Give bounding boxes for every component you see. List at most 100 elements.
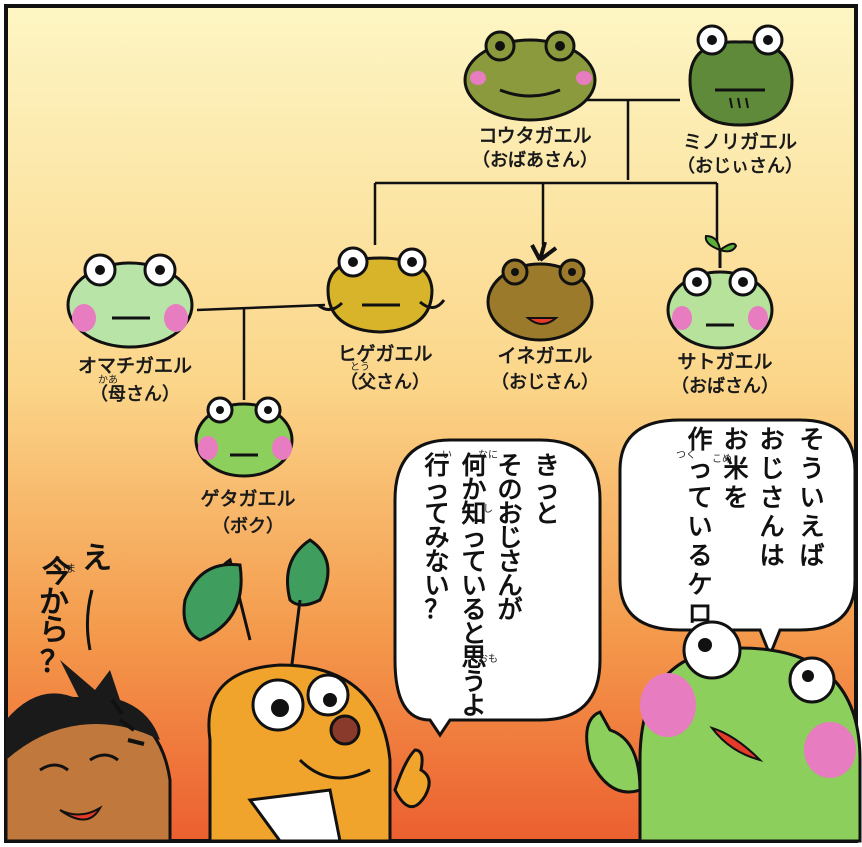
minori-role: （おじぃさん） (677, 156, 803, 177)
glyph: な (424, 547, 449, 576)
glyph: い (424, 571, 449, 600)
sato-role: （おばさん） (671, 376, 779, 397)
hand-kara: から (39, 585, 69, 648)
glyph: て (424, 499, 449, 528)
omachi-ruby: かあ (98, 374, 118, 386)
glyph: い (799, 483, 824, 512)
glyph: お (723, 425, 748, 454)
glyph: 何 (461, 451, 486, 480)
sprout-ruby-omo: おも (478, 653, 498, 665)
glyph: っ (534, 475, 559, 504)
glyph: お (497, 499, 522, 528)
glyph: さ (497, 547, 522, 576)
sprout-speech-text: きっと そのおじさんが 何か知っていると思うよ 行ってみない？ なに し おも … (423, 449, 559, 720)
glyph: っ (424, 475, 449, 504)
glyph: よ (461, 691, 486, 720)
frog-speech-bubble (618, 418, 857, 660)
glyph: そ (799, 425, 824, 454)
frog-line-1: そういえば (799, 425, 824, 570)
hand-ima-ruby: いま (56, 563, 76, 575)
glyph: う (799, 454, 824, 483)
handwritten-exclamation: え 今 いま から ？ (39, 541, 112, 680)
omachi-name: オマチガエル (78, 355, 192, 377)
glyph: ん (759, 512, 784, 541)
glyph: か (461, 475, 486, 504)
frog-line-2: おじさんは (759, 425, 784, 570)
sprout-line-1: きっと (534, 451, 559, 528)
hand-e: え (82, 541, 112, 576)
boy-character-icon (4, 660, 172, 843)
frog-character-icon (585, 620, 862, 843)
sprout-ruby-i: い (442, 450, 452, 461)
frog-ruby-tsuku: つく (676, 450, 696, 461)
glyph: い (461, 571, 486, 600)
glyph: 米 (723, 454, 749, 483)
glyph: え (799, 512, 824, 541)
glyph: う (461, 667, 486, 696)
hige-ruby: とう (350, 361, 370, 373)
glyph: か (39, 585, 69, 620)
glyph: て (687, 483, 712, 512)
glyph: の (497, 475, 522, 504)
sprout-ruby-shi: し (483, 503, 493, 515)
glyph: ば (799, 541, 824, 570)
glyph: ケ (687, 570, 712, 599)
glyph: ？ (424, 595, 449, 624)
glyph: 作 (687, 425, 712, 454)
frog-omachi-icon (66, 253, 194, 349)
frog-line-3: お米を (723, 425, 749, 512)
glyph: じ (497, 523, 522, 552)
glyph: そ (497, 451, 522, 480)
family-tree-lines (196, 98, 719, 400)
minori-name: ミノリガエル (683, 131, 797, 153)
sprout-speech-bubble (393, 438, 602, 738)
sato-name: サトガエル (677, 351, 772, 373)
glyph: 知 (461, 499, 486, 528)
frog-kouta-icon (463, 30, 597, 122)
glyph: っ (687, 454, 712, 483)
glyph: 思 (461, 643, 486, 672)
glyph: て (461, 547, 486, 576)
glyph: ん (497, 571, 522, 600)
geta-name: ゲタガエル (200, 488, 295, 510)
frog-minori-icon (688, 24, 794, 127)
omachi-role: （母さん） (90, 384, 180, 405)
glyph: は (759, 541, 784, 570)
frog-hige-icon (317, 246, 446, 334)
frog-ruby-kome: こめ (712, 453, 732, 465)
hige-role: （父さん） (340, 372, 430, 393)
ine-name: イネガエル (497, 345, 592, 367)
kouta-role: （おばあさん） (472, 150, 598, 171)
hand-q: ？ (40, 645, 70, 680)
glyph: っ (461, 523, 486, 552)
glyph: が (497, 595, 522, 624)
frog-line-4: 作っているケロ (687, 425, 712, 628)
sprout-line-3: 何か知っていると思うよ (461, 451, 486, 720)
hige-name: ヒゲガエル (337, 343, 432, 365)
glyph: と (534, 499, 559, 528)
frog-ine-icon (486, 241, 594, 342)
glyph: み (424, 523, 449, 552)
sprout-ruby-nani: なに (478, 449, 498, 461)
glyph: い (687, 512, 712, 541)
frog-speech-text: そういえば おじさんは お米を 作っているケロ こめ つく (676, 425, 825, 628)
geta-role: （ボク） (212, 516, 284, 537)
glyph: お (759, 425, 784, 454)
glyph: ら (39, 613, 69, 648)
glyph: き (534, 451, 559, 480)
glyph: る (687, 541, 712, 570)
sprout-character-icon (182, 538, 431, 843)
ine-role: （おじさん） (491, 372, 599, 393)
glyph: を (723, 483, 748, 512)
glyph: と (461, 619, 486, 648)
frog-geta-icon (194, 396, 294, 478)
glyph: じ (759, 454, 784, 483)
frog-sato-icon (666, 234, 774, 350)
glyph: さ (759, 483, 784, 512)
glyph: る (461, 595, 486, 624)
kouta-name: コウタガエル (478, 125, 591, 147)
sprout-line-2: そのおじさんが (497, 451, 522, 624)
glyph: 行 (423, 451, 449, 480)
